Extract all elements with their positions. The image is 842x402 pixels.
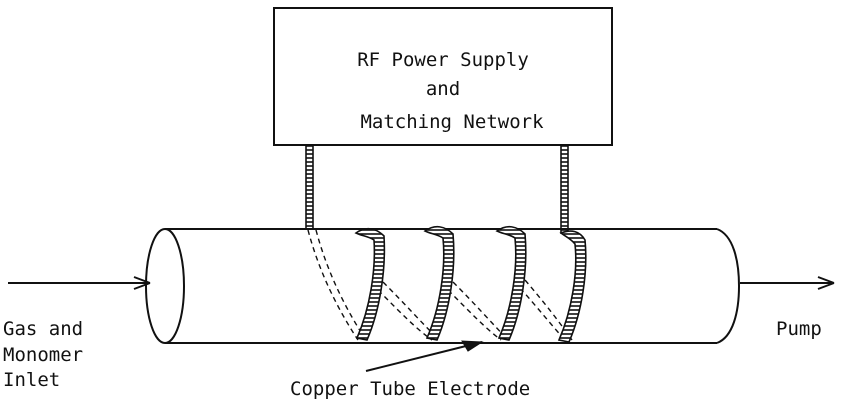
tube-inlet-end <box>145 228 185 344</box>
power-supply-label-line3: Matching Network <box>360 111 544 133</box>
inlet-label: Gas and Monomer Inlet <box>3 318 83 391</box>
coil-winding-3 <box>495 225 527 341</box>
electrode-pointer-arrowhead <box>461 340 484 352</box>
power-supply-label-line1: RF Power Supply <box>357 49 529 71</box>
electrode-pointer-arrow <box>365 340 484 372</box>
inlet-label-line3: Inlet <box>3 369 60 391</box>
inlet-label-line1: Gas and <box>3 318 83 340</box>
inlet-label-line2: Monomer <box>3 344 83 366</box>
coil-winding-2 <box>423 225 455 341</box>
copper-coil <box>354 225 587 343</box>
inlet-arrow <box>8 276 151 290</box>
power-supply-label-line2: and <box>426 78 460 100</box>
coil-winding-1 <box>354 227 386 341</box>
right-lead-wire <box>560 144 569 234</box>
pump-arrow <box>740 276 835 290</box>
pump-arrowhead <box>817 276 835 290</box>
power-supply-box: RF Power Supply and Matching Network <box>273 7 613 146</box>
lead-wires <box>305 144 569 234</box>
tube-outlet-end <box>716 228 741 344</box>
coil-winding-4 <box>557 230 587 343</box>
pump-label: Pump <box>776 318 822 340</box>
inlet-arrowhead <box>133 276 151 290</box>
electrode-label: Copper Tube Electrode <box>290 378 530 400</box>
left-lead-wire <box>305 144 314 230</box>
